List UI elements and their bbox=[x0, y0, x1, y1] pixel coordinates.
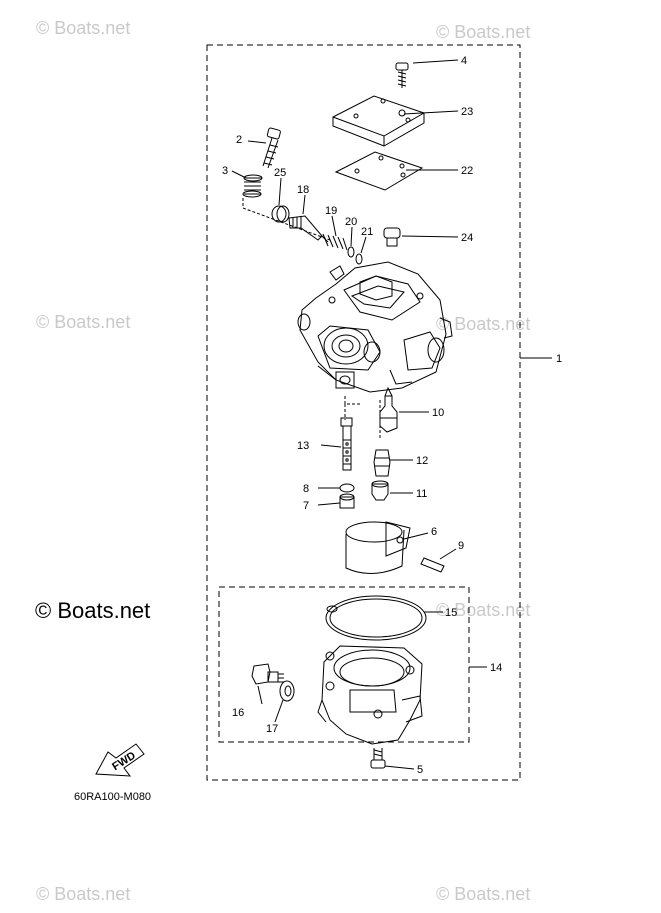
watermark-top-right: © Boats.net bbox=[436, 22, 531, 42]
callout-13: 13 bbox=[297, 440, 309, 452]
fwd-arrow-icon bbox=[95, 743, 145, 777]
part-7-jet bbox=[339, 493, 355, 509]
fwd-label: FWD bbox=[110, 750, 138, 773]
part-15-gasket bbox=[325, 595, 427, 641]
callout-8: 8 bbox=[303, 483, 309, 495]
callout-11: 11 bbox=[416, 488, 427, 500]
callout-4: 4 bbox=[461, 55, 467, 67]
callout-23: 23 bbox=[461, 106, 473, 118]
part-1-carburetor-body bbox=[297, 261, 453, 393]
callout-12: 12 bbox=[416, 455, 428, 467]
part-24-cap bbox=[383, 227, 401, 247]
part-18-pilot-screw bbox=[288, 215, 329, 243]
callout-6: 6 bbox=[431, 526, 437, 538]
callout-21: 21 bbox=[361, 226, 373, 238]
callout-2: 2 bbox=[236, 134, 242, 146]
callout-9: 9 bbox=[458, 540, 464, 552]
callout-19: 19 bbox=[325, 205, 337, 217]
part-3-spring bbox=[242, 174, 331, 241]
subassembly-frame bbox=[218, 586, 470, 743]
part-6-float bbox=[345, 521, 411, 574]
part-17-washer bbox=[279, 680, 295, 702]
callout-10: 10 bbox=[432, 407, 444, 419]
part-16-drain-screw bbox=[251, 663, 284, 685]
part-19-spring bbox=[322, 233, 348, 251]
part-5-screw bbox=[370, 748, 386, 769]
part-23-cover bbox=[332, 95, 425, 147]
part-14-float-chamber bbox=[317, 645, 423, 745]
callout-24: 24 bbox=[461, 232, 473, 244]
watermark-top-left: © Boats.net bbox=[36, 18, 131, 38]
part-20-washer bbox=[347, 246, 355, 258]
part-10-needle-valve bbox=[379, 386, 398, 433]
callout-22: 22 bbox=[461, 165, 473, 177]
watermark-bottom-left: © Boats.net bbox=[36, 884, 131, 904]
callout-25: 25 bbox=[274, 167, 286, 179]
part-8-oring bbox=[339, 483, 355, 493]
callout-15: 15 bbox=[445, 607, 457, 619]
callout-17: 17 bbox=[266, 723, 278, 735]
part-4-screw bbox=[395, 62, 409, 88]
callout-18: 18 bbox=[297, 184, 309, 196]
callout-3: 3 bbox=[222, 165, 228, 177]
callout-1: 1 bbox=[556, 353, 562, 365]
watermark-mid-left: © Boats.net bbox=[36, 312, 131, 332]
callout-7: 7 bbox=[303, 500, 309, 512]
callout-20: 20 bbox=[345, 216, 357, 228]
callout-5: 5 bbox=[417, 764, 423, 776]
diagram-code: 60RA100-M080 bbox=[74, 791, 152, 803]
watermark-lower-right: © Boats.net bbox=[436, 600, 531, 620]
part-21-oring bbox=[355, 253, 363, 265]
assembly-frame bbox=[206, 44, 521, 781]
callout-16: 16 bbox=[232, 707, 244, 719]
part-11-main-jet bbox=[371, 480, 389, 501]
watermark-mid-right: © Boats.net bbox=[436, 314, 531, 334]
part-25-plug bbox=[271, 205, 290, 223]
callout-14: 14 bbox=[490, 662, 502, 674]
part-9-pin bbox=[420, 557, 445, 573]
part-12-jet-holder bbox=[373, 449, 391, 477]
brand-copyright: © Boats.net bbox=[35, 598, 151, 623]
watermark-bottom-right: © Boats.net bbox=[436, 884, 531, 904]
part-2-screw bbox=[262, 127, 281, 169]
part-22-gasket bbox=[334, 151, 424, 191]
part-13-main-nozzle bbox=[340, 417, 353, 471]
